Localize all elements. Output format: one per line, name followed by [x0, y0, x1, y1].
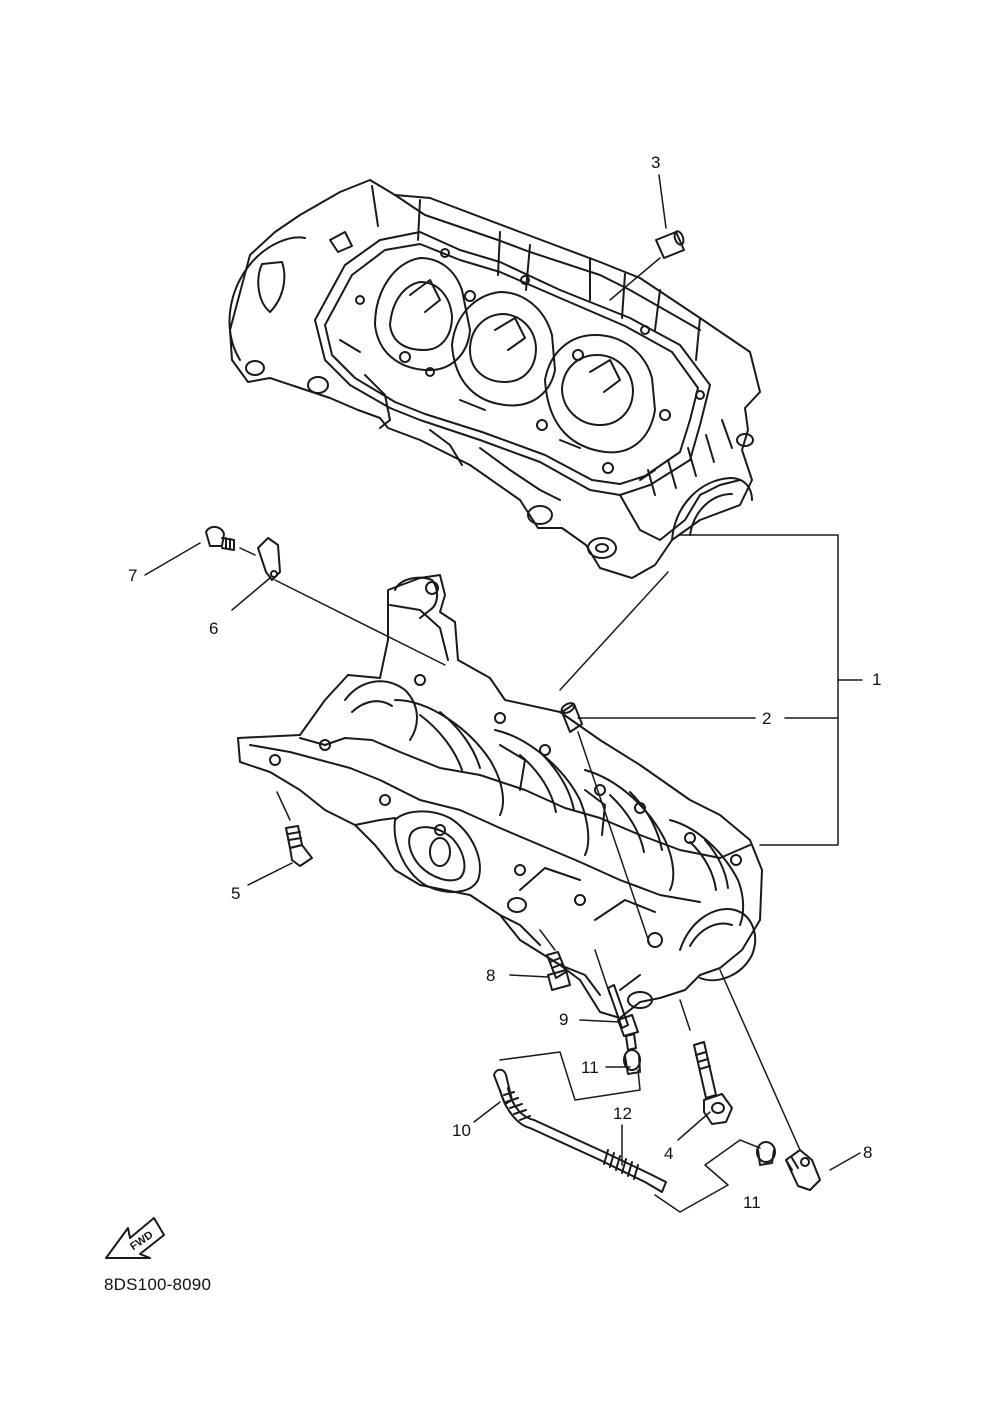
part-fitting-8-right — [785, 1149, 821, 1191]
callout-4: 4 — [664, 1144, 674, 1163]
part-stud-9 — [607, 984, 639, 1051]
diagram-reference-code: 8DS100-8090 — [104, 1275, 212, 1294]
part-spring-12 — [599, 1149, 667, 1193]
lower-crankcase — [237, 574, 763, 1019]
callout-9: 9 — [559, 1010, 569, 1029]
callout-8-right: 8 — [863, 1143, 873, 1162]
callout-2: 2 — [762, 709, 772, 728]
part-cap-11-lower — [756, 1141, 776, 1166]
part-bolt-5 — [285, 825, 313, 867]
part-dowel-pin-3 — [655, 230, 685, 259]
part-bolt-4 — [693, 1041, 733, 1125]
callout-12: 12 — [613, 1104, 632, 1123]
fwd-arrow-icon: FWD — [105, 1217, 165, 1259]
callout-11-lower: 11 — [743, 1193, 761, 1212]
callout-11-upper: 11 — [581, 1058, 599, 1077]
callout-7: 7 — [128, 566, 138, 585]
callout-10: 10 — [452, 1121, 471, 1140]
upper-crankcase — [228, 179, 761, 579]
callout-1: 1 — [872, 670, 882, 689]
callout-8-left: 8 — [486, 966, 496, 985]
part-hose-10 — [493, 1068, 605, 1161]
part-bracket-6 — [257, 537, 281, 581]
part-cap-11-upper — [623, 1049, 641, 1075]
part-fitting-8-left — [546, 951, 571, 991]
leader-lines — [144, 174, 863, 1213]
part-dowel-pin-2 — [560, 702, 583, 733]
callout-6: 6 — [209, 619, 219, 638]
callout-3: 3 — [651, 153, 661, 172]
part-bolt-7 — [205, 526, 235, 551]
callout-5: 5 — [231, 884, 241, 903]
